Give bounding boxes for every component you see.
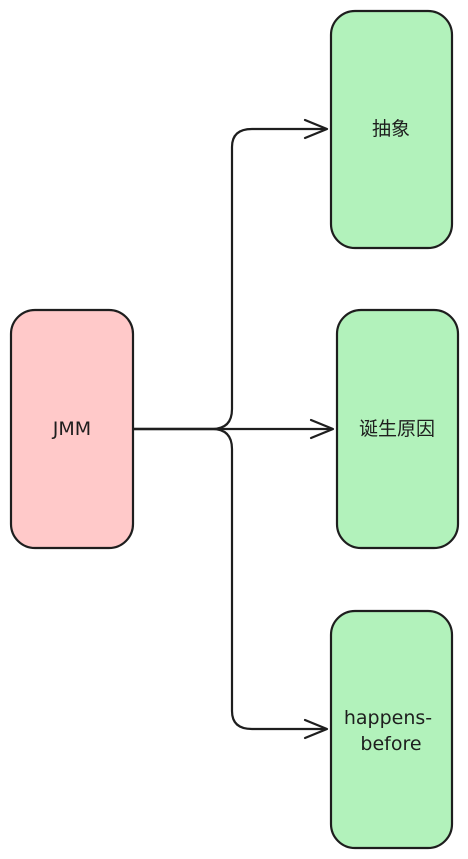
child-node-box	[329, 609, 454, 850]
child-node-abstraction[interactable]: 抽象	[329, 9, 454, 250]
root-node-label: JMM	[52, 418, 91, 440]
root-node[interactable]: JMM	[9, 308, 135, 550]
arrowhead-happens-before	[303, 718, 329, 740]
child-node-origin[interactable]: 诞生原因	[335, 308, 460, 550]
arrowhead-origin	[309, 418, 335, 440]
child-node-label-line: happens-	[344, 707, 432, 729]
child-node-label: happens- before	[344, 707, 438, 755]
arrowhead-abstraction	[303, 118, 329, 140]
child-node-label-line: before	[360, 733, 421, 755]
child-node-box	[329, 9, 454, 250]
root-node-box	[9, 308, 135, 550]
connector-to-happens-before	[132, 427, 328, 731]
child-node-label: 诞生原因	[359, 418, 435, 440]
child-node-box	[335, 308, 460, 550]
child-node-label-line: 抽象	[372, 118, 410, 140]
connector-to-abstraction	[132, 127, 328, 431]
child-node-label: 抽象	[372, 118, 410, 140]
connectors	[132, 118, 335, 740]
child-node-label-line: 诞生原因	[359, 418, 435, 440]
child-node-happens-before[interactable]: happens- before	[329, 609, 454, 850]
